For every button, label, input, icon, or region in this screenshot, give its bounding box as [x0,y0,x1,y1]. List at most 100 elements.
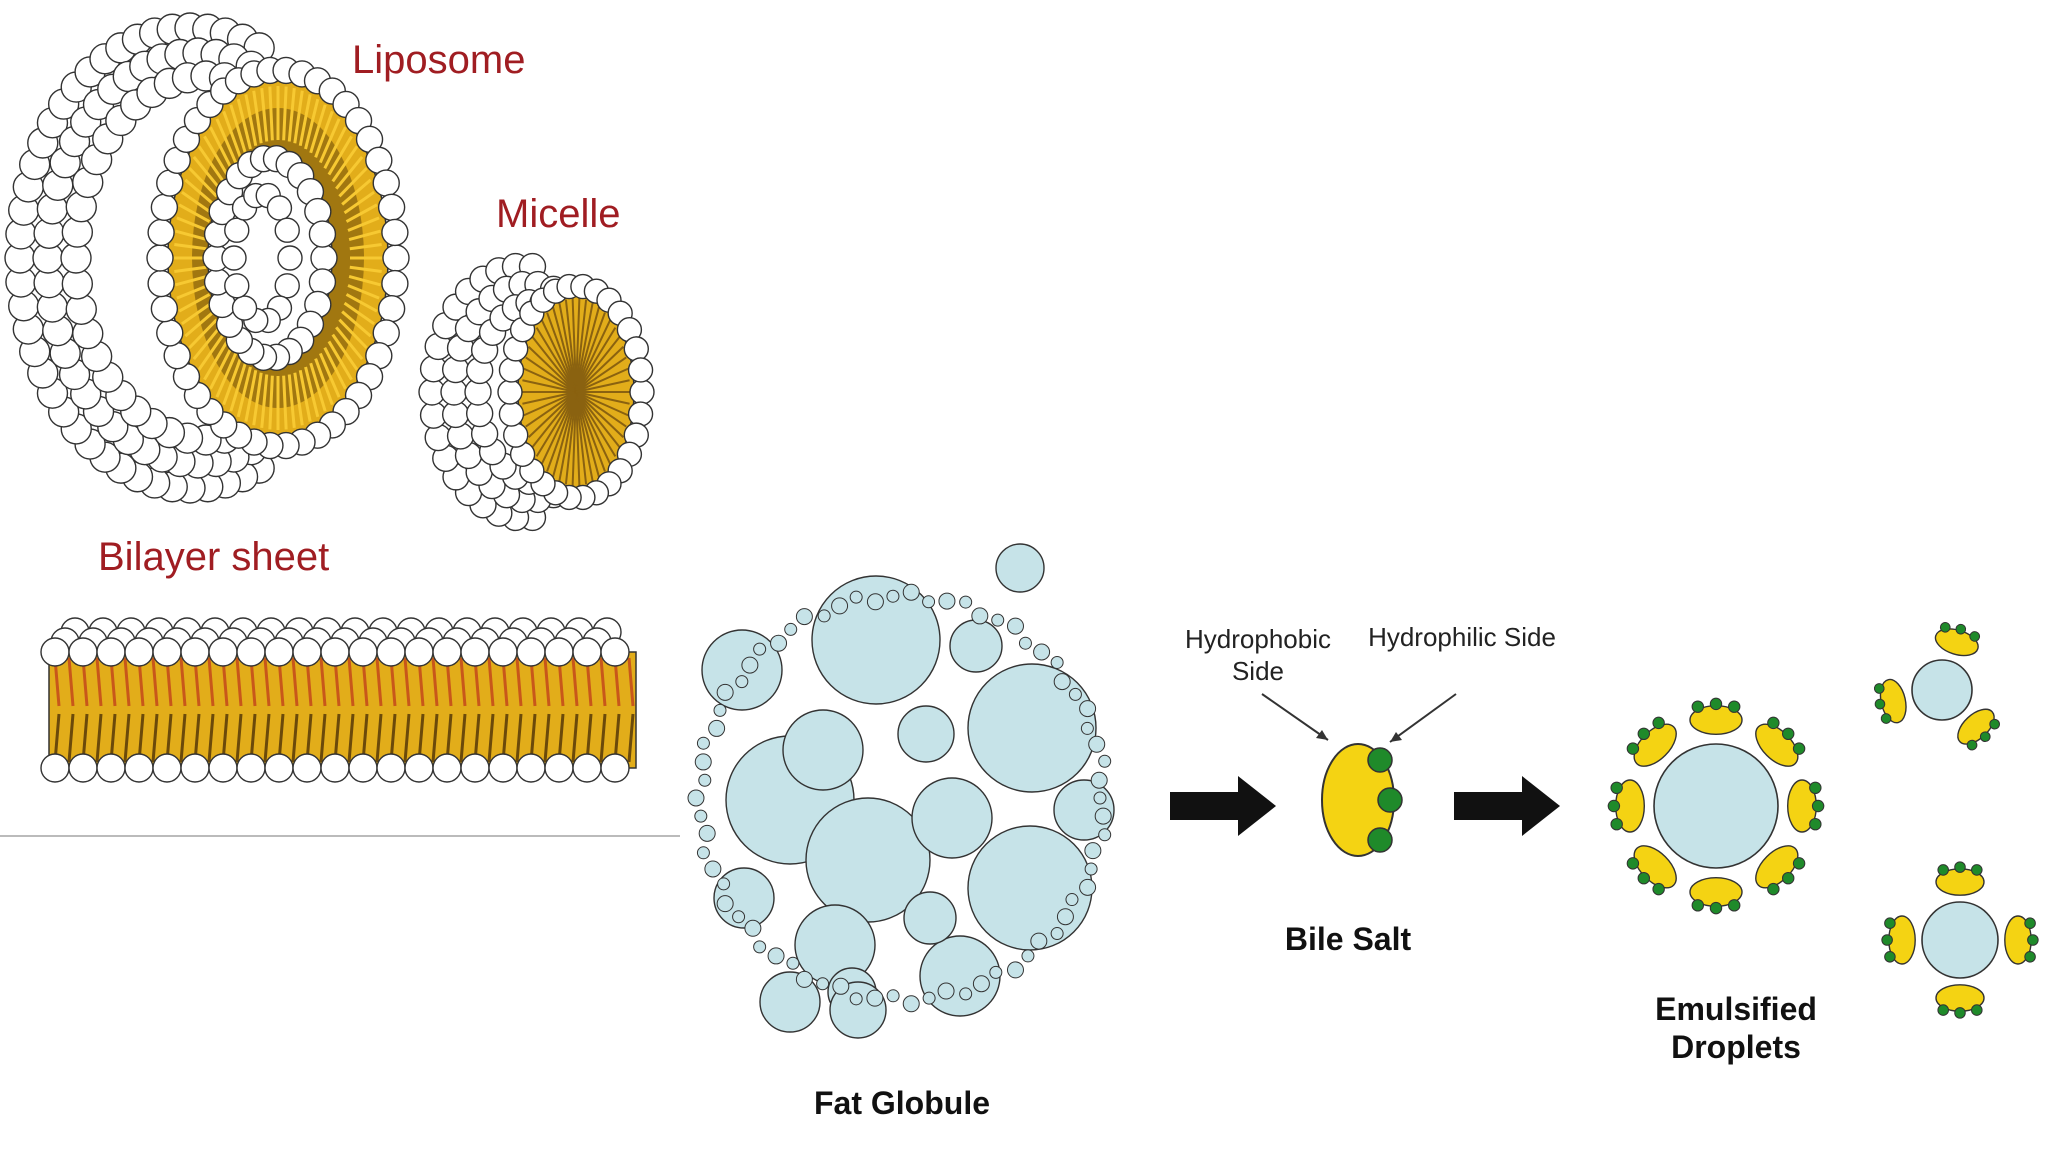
lipid-tail [209,347,233,390]
lipid-tail [123,657,131,707]
fat-droplet-small [1084,862,1098,876]
bile-salt-molecule [1689,697,1743,736]
lipid-tail [203,340,229,381]
lipid-head [365,146,393,175]
lipid-tail [176,216,209,232]
lipid-tail [345,203,378,223]
fat-droplet-small [716,895,734,913]
lipid-tail [540,319,577,393]
lipid-head [96,753,126,783]
emulsified-droplet [1653,743,1779,869]
fat-droplet-small [1053,673,1071,691]
lipid-tail [535,391,577,457]
lipid-tail [575,367,629,393]
lipid-tail [192,326,221,361]
fat-droplet-small [922,595,936,609]
bilayer-sheet-illustration [40,617,637,783]
bile-salt-molecule [1755,845,1806,896]
fat-droplet-small [849,992,863,1006]
lipid-tail [575,391,606,472]
lipid-tail [347,657,355,707]
lipid-tail [192,155,221,190]
lipid-tail [181,190,213,215]
lipid-tail [174,275,208,287]
fat-droplet-small [1094,807,1112,825]
lipid-tail [327,340,353,381]
lipid-head [544,753,574,783]
emulsified-droplet [1921,901,1999,979]
lipid-head [600,637,630,667]
lipid-head [292,753,322,783]
fat-droplet-small [886,589,900,603]
lipid-head [224,217,250,243]
fat-droplet-small [1093,791,1107,805]
lipid-head [516,753,546,783]
emulsified-label-line1: Emulsified [1655,991,1817,1027]
lipid-tail [523,367,577,393]
lipid-tail [564,299,577,393]
lipid-head [460,637,490,667]
fat-droplet-small [831,597,849,615]
bile-salt-molecule [1607,779,1646,833]
lipid-tail [298,94,312,147]
fat-droplet-small [784,622,798,636]
lipid-tail [540,391,577,465]
lipid-head [376,637,406,667]
fat-droplet-small [767,947,785,965]
lipid-head [627,401,654,427]
bile-salt-molecule [1873,678,1907,724]
bile-salt-molecule [1957,708,2000,751]
fat-droplet-small [795,608,813,626]
fat-droplet-small [1056,908,1074,926]
micelle-illustration [418,252,655,532]
lipid-head [372,319,400,347]
lipid-tail [575,336,621,393]
fat-droplet-small [713,703,727,717]
bile-salt-molecule [1626,845,1677,896]
lipid-tail [348,275,382,287]
lipid-head [377,295,406,323]
lipid-tail [263,713,271,763]
lipid-tail [222,358,242,406]
lipid-tail [184,178,215,206]
lipid-tail [188,318,218,349]
fat-droplet [967,825,1093,951]
lipid-head [156,319,184,347]
fat-droplet-small [753,642,767,656]
lipid-tail [318,352,341,398]
fat-droplet-small [959,987,973,1001]
fat-droplet-small [786,956,800,970]
lipid-tail [575,327,617,393]
fat-droplet-small [972,975,990,993]
fat-droplet-small [849,590,863,604]
arrow-icon [1454,776,1560,836]
lipid-tail [293,90,304,144]
lipid-head [68,637,98,667]
lipid-tail [575,298,581,393]
lipid-tail [431,713,439,763]
lipid-tail [207,657,215,707]
lipid-tail [268,375,274,430]
lipid-tail [347,216,380,232]
lipid-tail [575,299,588,393]
fat-droplet-small [938,592,956,610]
lipid-tail [575,391,612,465]
lipid-tail [459,657,467,707]
bile-salt-molecule [1321,743,1403,857]
fat-droplet [782,709,864,791]
lipid-head [124,637,154,667]
lipid-tail [575,391,588,485]
lipid-tail [123,713,131,763]
lipid-tail [341,178,372,206]
lipid-head [432,753,462,783]
fat-droplet-small [902,995,920,1013]
lipid-tail [348,229,382,241]
fat-droplet-small [989,965,1003,979]
lipid-tail [319,657,327,707]
bile-salt-molecule [1786,779,1825,833]
lipid-tail [331,333,359,371]
lipid-tail [575,391,617,457]
fat-droplet-small [1079,878,1097,896]
lipid-tail [531,391,577,448]
fat-droplet-small [1079,700,1097,718]
